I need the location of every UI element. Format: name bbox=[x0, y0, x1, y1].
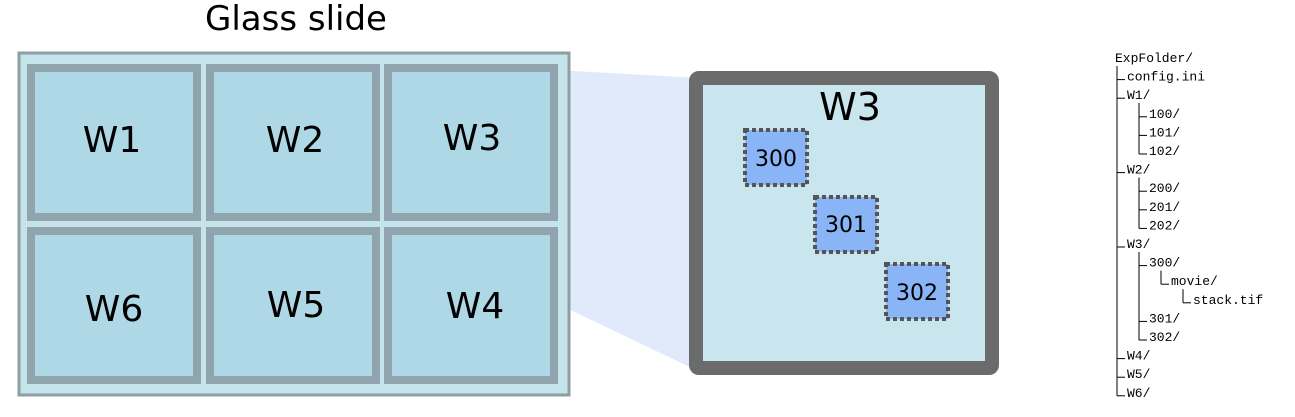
well-W5: W5 bbox=[206, 227, 380, 384]
tree-item: W6/ bbox=[1127, 386, 1151, 401]
well-W2: W2 bbox=[206, 64, 380, 221]
tree-item: 202/ bbox=[1149, 218, 1180, 233]
tree-item: stack.tif bbox=[1193, 293, 1263, 308]
tree-item: 101/ bbox=[1149, 125, 1180, 140]
tree-item: 300/ bbox=[1149, 256, 1180, 271]
position-300: 300 bbox=[743, 128, 809, 187]
tree-item: 102/ bbox=[1149, 144, 1180, 159]
position-301: 301 bbox=[813, 195, 879, 254]
tree-item: 301/ bbox=[1149, 311, 1180, 326]
zoom-panel-W3: W3 300 301 302 bbox=[689, 71, 999, 375]
well-W3: W3 bbox=[384, 64, 558, 221]
well-W4: W4 bbox=[384, 227, 558, 384]
slide-title: Glass slide bbox=[205, 0, 387, 39]
well-label: W1 bbox=[83, 120, 142, 161]
tree-item: W3/ bbox=[1127, 237, 1151, 252]
tree-item: config.ini bbox=[1127, 70, 1205, 85]
position-label: 300 bbox=[755, 147, 797, 172]
tree-item: W4/ bbox=[1127, 349, 1151, 364]
well-label: W3 bbox=[443, 118, 502, 159]
well-label: W2 bbox=[266, 120, 325, 161]
position-302: 302 bbox=[884, 262, 950, 321]
folder-tree: ExpFolder/config.iniW1/100/101/102/W2/20… bbox=[1115, 51, 1263, 401]
tree-item: 201/ bbox=[1149, 200, 1180, 215]
position-label: 302 bbox=[896, 281, 938, 306]
tree-item: 302/ bbox=[1149, 330, 1180, 345]
tree-item: 200/ bbox=[1149, 181, 1180, 196]
position-label: 301 bbox=[825, 213, 867, 238]
tree-item: W2/ bbox=[1127, 163, 1151, 178]
well-W6: W6 bbox=[27, 227, 201, 384]
well-label: W5 bbox=[267, 285, 326, 326]
tree-item: W5/ bbox=[1127, 367, 1151, 382]
zoom-title: W3 bbox=[819, 85, 881, 129]
tree-item: 100/ bbox=[1149, 107, 1180, 122]
well-label: W6 bbox=[85, 289, 144, 330]
tree-item: W1/ bbox=[1127, 88, 1151, 103]
tree-item: ExpFolder/ bbox=[1115, 51, 1193, 66]
well-W1: W1 bbox=[27, 64, 201, 221]
well-label: W4 bbox=[446, 286, 505, 327]
tree-item: movie/ bbox=[1171, 274, 1218, 289]
